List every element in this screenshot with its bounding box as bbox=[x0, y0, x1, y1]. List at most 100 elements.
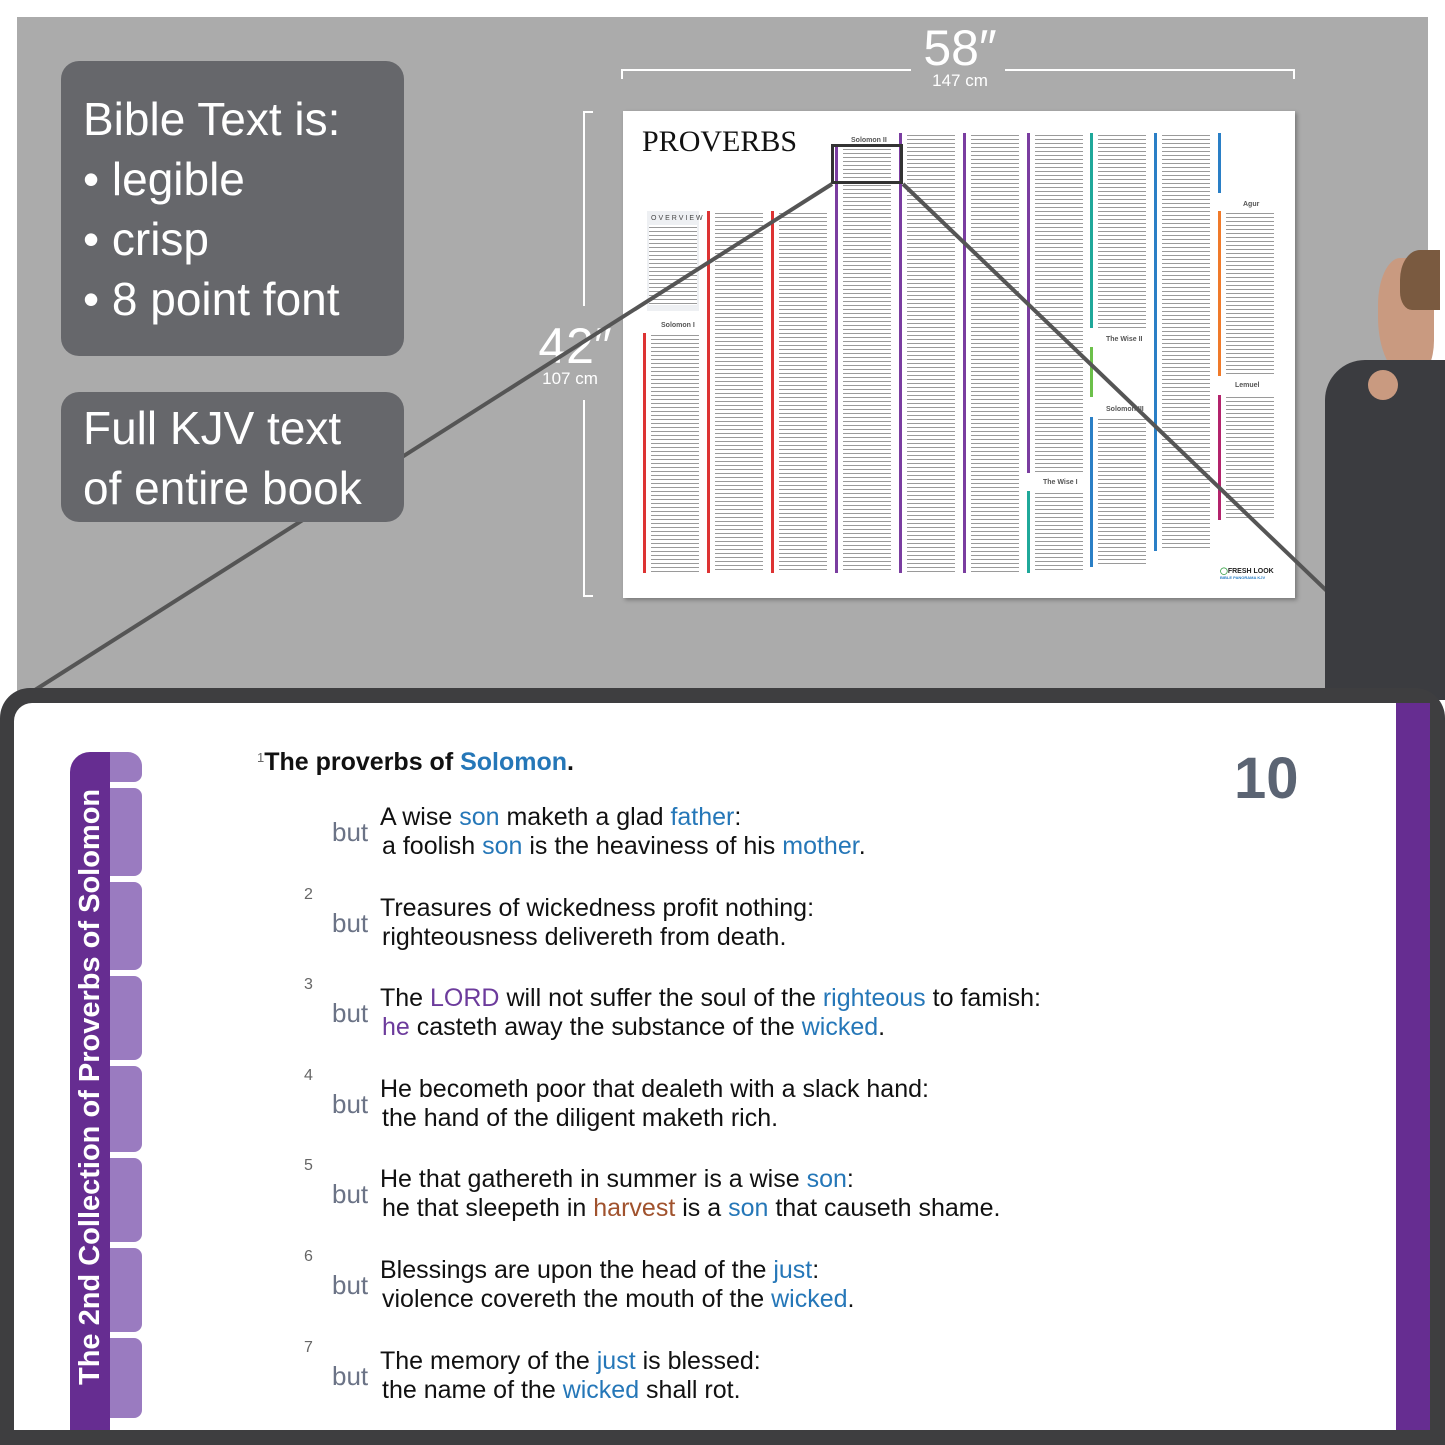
verse-line: He that gathereth in summer is a wise so… bbox=[380, 1165, 854, 1194]
verse-word: that causeth shame. bbox=[768, 1194, 1001, 1223]
width-cm: 147 cm bbox=[932, 71, 988, 90]
column-bar bbox=[1090, 133, 1093, 328]
verse-word: : bbox=[734, 803, 742, 831]
verse-word: wicked bbox=[771, 1285, 848, 1313]
text-block bbox=[649, 225, 697, 305]
section-title: Solomon II bbox=[851, 137, 887, 144]
verse-word: . bbox=[878, 1013, 886, 1042]
callout-full-text: Full KJV text of entire book bbox=[61, 392, 404, 522]
width-dimension-line bbox=[1005, 69, 1295, 71]
column-bar bbox=[963, 133, 966, 573]
verse-line: the name of the wicked shall rot. bbox=[382, 1376, 741, 1405]
verse-word: A wise bbox=[380, 803, 460, 831]
verse-word: son bbox=[728, 1194, 769, 1223]
verse-word: son bbox=[482, 832, 523, 860]
tab bbox=[110, 788, 142, 876]
overview-label: OVERVIEW bbox=[651, 215, 705, 222]
verse-word: The memory of the bbox=[380, 1346, 597, 1375]
tab bbox=[110, 882, 142, 970]
verse-number: 3 bbox=[304, 976, 313, 994]
person-hair bbox=[1400, 250, 1440, 310]
verse-word: is the heaviness of his bbox=[522, 832, 783, 860]
height-dimension-line bbox=[583, 400, 585, 597]
verse-line: Treasures of wickedness profit nothing: bbox=[380, 894, 814, 923]
verse-word: mother bbox=[782, 832, 859, 860]
section-sidebar bbox=[70, 752, 110, 1430]
verse-word: righteousness delivereth from death. bbox=[382, 922, 787, 951]
verse-word: just bbox=[773, 1256, 813, 1284]
zoom-panel bbox=[14, 703, 1430, 1430]
sidebar-title: The 2nd Collection of Proverbs of Solomo… bbox=[74, 788, 106, 1385]
verse-word: the hand of the diligent maketh rich. bbox=[382, 1103, 779, 1132]
dimension-tick bbox=[583, 111, 593, 113]
verse-word: righteous bbox=[822, 984, 926, 1013]
verse-word: violence covereth the mouth of the bbox=[382, 1285, 772, 1313]
text-block bbox=[1226, 211, 1274, 376]
but-label: but bbox=[332, 1270, 369, 1300]
verse-word: : bbox=[846, 1165, 854, 1194]
dimension-tick bbox=[583, 595, 593, 597]
tab bbox=[110, 752, 142, 782]
section-title: Lemuel bbox=[1235, 382, 1260, 389]
but-label: but bbox=[332, 1179, 369, 1210]
but-label: but bbox=[332, 1360, 369, 1391]
verse-line: The LORD will not suffer the soul of the… bbox=[380, 984, 1041, 1013]
verse-word: father bbox=[670, 803, 735, 831]
person-suit bbox=[1325, 360, 1445, 700]
callout-item: • legible bbox=[83, 153, 245, 205]
column-bar bbox=[835, 147, 838, 573]
verse-word: casteth away the substance of the bbox=[409, 1013, 802, 1042]
verse-line: a foolish son is the heaviness of his mo… bbox=[382, 832, 866, 861]
verse-number: 2 bbox=[304, 885, 313, 903]
verse-word: The bbox=[380, 984, 431, 1013]
section-tabs bbox=[110, 752, 142, 1430]
text-block bbox=[715, 211, 763, 573]
column-bar bbox=[1090, 347, 1093, 397]
column-bar bbox=[899, 133, 902, 573]
but-label: but bbox=[332, 817, 369, 847]
text-block bbox=[843, 147, 891, 573]
verse-line: The memory of the just is blessed: bbox=[380, 1347, 761, 1376]
text-block bbox=[1162, 133, 1210, 551]
column-bar bbox=[1218, 211, 1221, 376]
verse-word: is a bbox=[675, 1194, 729, 1223]
verse-word: he bbox=[382, 1013, 410, 1042]
column-bar bbox=[1090, 417, 1093, 567]
callout-title: Bible Text is: bbox=[83, 93, 341, 145]
text-block bbox=[1098, 417, 1146, 567]
section-title: Solomon III bbox=[1106, 406, 1144, 413]
verse-word: he that sleepeth in bbox=[382, 1194, 594, 1223]
text-block bbox=[1035, 491, 1083, 573]
verse-word: is blessed: bbox=[635, 1346, 761, 1375]
verse-word: LORD bbox=[430, 984, 500, 1013]
poster-title: PROVERBS bbox=[642, 125, 798, 158]
section-title: Solomon I bbox=[661, 322, 695, 329]
verse-word: to famish: bbox=[925, 984, 1042, 1013]
verse-line: A wise son maketh a glad father: bbox=[380, 803, 741, 832]
dimension-tick bbox=[621, 69, 623, 79]
verse-word: wicked bbox=[801, 1013, 879, 1042]
column-bar bbox=[1027, 491, 1030, 573]
verse-word: Blessings are upon the head of the bbox=[380, 1256, 774, 1284]
verse-word: Treasures of wickedness profit nothing: bbox=[380, 893, 815, 922]
person-hand bbox=[1368, 370, 1398, 400]
text-block bbox=[779, 211, 827, 573]
tab bbox=[110, 976, 142, 1060]
callout-line: Full KJV text bbox=[83, 402, 342, 454]
tab bbox=[110, 1338, 142, 1418]
column-bar bbox=[771, 211, 774, 573]
callout-item: • crisp bbox=[83, 213, 210, 265]
verse-line: he that sleepeth in harvest is a son tha… bbox=[382, 1194, 1000, 1223]
but-label: but bbox=[332, 998, 369, 1029]
column-bar bbox=[1218, 395, 1221, 520]
verse-number: 4 bbox=[304, 1066, 313, 1084]
text-block bbox=[1098, 133, 1146, 328]
width-dimension-line bbox=[621, 69, 911, 71]
tab bbox=[110, 1248, 142, 1332]
callout-line: of entire book bbox=[83, 462, 362, 514]
verse-word: wicked bbox=[562, 1375, 640, 1404]
